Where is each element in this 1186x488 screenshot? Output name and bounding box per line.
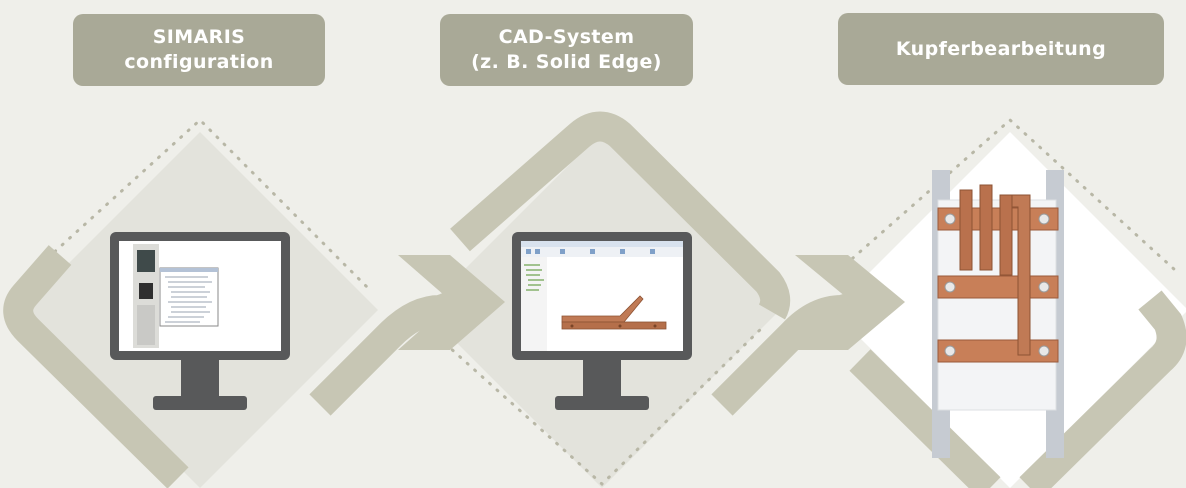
arrow-head-1 — [398, 255, 505, 350]
step-label-simaris: SIMARIS configuration — [73, 14, 325, 86]
band-diamond-2 — [450, 111, 791, 320]
dotted-outline-1-top — [38, 117, 374, 294]
simaris-screen — [133, 244, 219, 348]
band-diamond-3-right — [1019, 290, 1186, 488]
step-label-cad: CAD-System (z. B. Solid Edge) — [440, 14, 693, 86]
arrow-head-2 — [795, 255, 905, 350]
copper-busbar-photo — [932, 170, 1064, 458]
band-diamond-1 — [3, 245, 189, 488]
step-label-line: SIMARIS — [152, 26, 246, 48]
step-label-line: CAD-System — [498, 26, 635, 48]
cad-screen — [521, 241, 683, 351]
band-diamond-3 — [849, 349, 1001, 488]
step-label-copper: Kupferbearbeitung — [838, 13, 1164, 85]
band-connector-1 — [309, 285, 475, 416]
step-label-line: Kupferbearbeitung — [895, 37, 1107, 60]
dotted-outline-2-bottom — [428, 323, 767, 487]
dotted-outline-3-top — [843, 117, 1177, 272]
step-label-line: (z. B. Solid Edge) — [471, 51, 662, 73]
band-connector-2 — [711, 285, 880, 416]
step-label-line: configuration — [124, 51, 274, 73]
